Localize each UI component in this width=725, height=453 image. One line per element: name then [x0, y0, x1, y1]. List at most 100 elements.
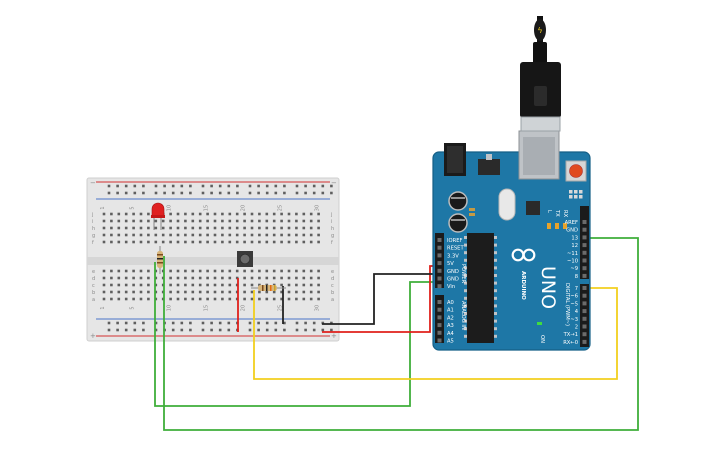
- breadboard-hole[interactable]: [287, 226, 291, 230]
- breadboard-hole[interactable]: [213, 219, 217, 223]
- breadboard-hole[interactable]: [169, 276, 172, 280]
- rail-hole[interactable]: [210, 321, 213, 325]
- rail-hole[interactable]: [295, 191, 299, 195]
- breadboard-hole[interactable]: [287, 276, 291, 280]
- rail-hole[interactable]: [312, 328, 316, 332]
- rail-hole[interactable]: [321, 321, 325, 325]
- breadboard-hole[interactable]: [102, 219, 106, 223]
- breadboard-hole[interactable]: [198, 233, 202, 237]
- breadboard-hole[interactable]: [235, 269, 239, 273]
- black-wire-gnd[interactable]: [322, 273, 440, 325]
- usb-cable[interactable]: ϟ: [520, 16, 561, 132]
- breadboard-hole[interactable]: [243, 226, 246, 230]
- breadboard-hole[interactable]: [258, 269, 261, 273]
- breadboard-hole[interactable]: [280, 226, 283, 230]
- digital-pin-socket[interactable]: [582, 243, 587, 248]
- breadboard-hole[interactable]: [169, 212, 172, 216]
- rail-hole[interactable]: [201, 321, 205, 325]
- rail-hole[interactable]: [218, 328, 222, 332]
- breadboard-hole[interactable]: [117, 290, 121, 294]
- breadboard-hole[interactable]: [302, 283, 306, 287]
- breadboard-hole[interactable]: [110, 226, 113, 230]
- red-wire-5v[interactable]: [322, 265, 440, 333]
- rail-hole[interactable]: [248, 184, 252, 188]
- rail-hole[interactable]: [283, 321, 286, 325]
- rail-hole[interactable]: [142, 321, 145, 325]
- rail-hole[interactable]: [330, 321, 333, 325]
- breadboard-hole[interactable]: [198, 219, 202, 223]
- breadboard-hole[interactable]: [139, 240, 143, 244]
- breadboard-hole[interactable]: [243, 276, 246, 280]
- breadboard-hole[interactable]: [191, 290, 195, 294]
- breadboard-hole[interactable]: [184, 297, 187, 301]
- breadboard-hole[interactable]: [250, 290, 254, 294]
- breadboard-hole[interactable]: [317, 283, 320, 287]
- rail-hole[interactable]: [210, 184, 213, 188]
- breadboard-hole[interactable]: [280, 219, 283, 223]
- breadboard-hole[interactable]: [272, 290, 276, 294]
- breadboard-hole[interactable]: [213, 233, 217, 237]
- rail-hole[interactable]: [248, 191, 252, 195]
- power-pin-socket[interactable]: [437, 268, 442, 273]
- breadboard-hole[interactable]: [221, 240, 224, 244]
- breadboard-hole[interactable]: [198, 240, 202, 244]
- breadboard-hole[interactable]: [169, 219, 172, 223]
- breadboard-hole[interactable]: [184, 283, 187, 287]
- rail-hole[interactable]: [304, 184, 307, 188]
- breadboard-hole[interactable]: [317, 297, 320, 301]
- rail-hole[interactable]: [171, 191, 175, 195]
- breadboard-hole[interactable]: [258, 219, 261, 223]
- breadboard-hole[interactable]: [110, 240, 113, 244]
- breadboard-hole[interactable]: [221, 297, 224, 301]
- breadboard-hole[interactable]: [206, 233, 209, 237]
- breadboard-hole[interactable]: [221, 290, 224, 294]
- breadboard-hole[interactable]: [302, 290, 306, 294]
- breadboard-hole[interactable]: [258, 212, 261, 216]
- red-led[interactable]: [151, 202, 165, 230]
- rail-hole[interactable]: [295, 321, 299, 325]
- digital-pin-socket[interactable]: [582, 309, 587, 314]
- breadboard-hole[interactable]: [287, 233, 291, 237]
- breadboard-hole[interactable]: [102, 297, 106, 301]
- breadboard-hole[interactable]: [102, 226, 106, 230]
- breadboard-hole[interactable]: [272, 240, 276, 244]
- breadboard-hole[interactable]: [169, 297, 172, 301]
- rail-hole[interactable]: [295, 328, 299, 332]
- rail-hole[interactable]: [304, 191, 307, 195]
- breadboard-hole[interactable]: [228, 240, 232, 244]
- breadboard-hole[interactable]: [302, 240, 306, 244]
- breadboard-hole[interactable]: [280, 290, 283, 294]
- breadboard-hole[interactable]: [309, 297, 313, 301]
- breadboard-hole[interactable]: [258, 240, 261, 244]
- breadboard-hole[interactable]: [287, 240, 291, 244]
- breadboard-hole[interactable]: [213, 290, 217, 294]
- rail-hole[interactable]: [180, 184, 184, 188]
- breadboard-hole[interactable]: [154, 233, 158, 237]
- digital-pin-socket[interactable]: [582, 316, 587, 321]
- breadboard-hole[interactable]: [132, 276, 135, 280]
- breadboard-hole[interactable]: [184, 276, 187, 280]
- breadboard-hole[interactable]: [295, 297, 298, 301]
- rail-hole[interactable]: [210, 191, 213, 195]
- breadboard-hole[interactable]: [309, 290, 313, 294]
- breadboard-hole[interactable]: [198, 269, 202, 273]
- breadboard-hole[interactable]: [235, 233, 239, 237]
- breadboard-hole[interactable]: [176, 233, 180, 237]
- breadboard-hole[interactable]: [117, 226, 121, 230]
- rail-hole[interactable]: [107, 184, 111, 188]
- breadboard-hole[interactable]: [206, 297, 209, 301]
- rail-hole[interactable]: [180, 191, 184, 195]
- breadboard-hole[interactable]: [176, 226, 180, 230]
- breadboard-hole[interactable]: [287, 297, 291, 301]
- breadboard-hole[interactable]: [213, 226, 217, 230]
- breadboard-hole[interactable]: [235, 212, 239, 216]
- breadboard-hole[interactable]: [228, 233, 232, 237]
- breadboard-hole[interactable]: [206, 226, 209, 230]
- breadboard-hole[interactable]: [176, 290, 180, 294]
- breadboard-hole[interactable]: [206, 269, 209, 273]
- digital-pin-socket[interactable]: [582, 301, 587, 306]
- breadboard-hole[interactable]: [147, 212, 150, 216]
- rail-hole[interactable]: [304, 328, 307, 332]
- breadboard-hole[interactable]: [169, 226, 172, 230]
